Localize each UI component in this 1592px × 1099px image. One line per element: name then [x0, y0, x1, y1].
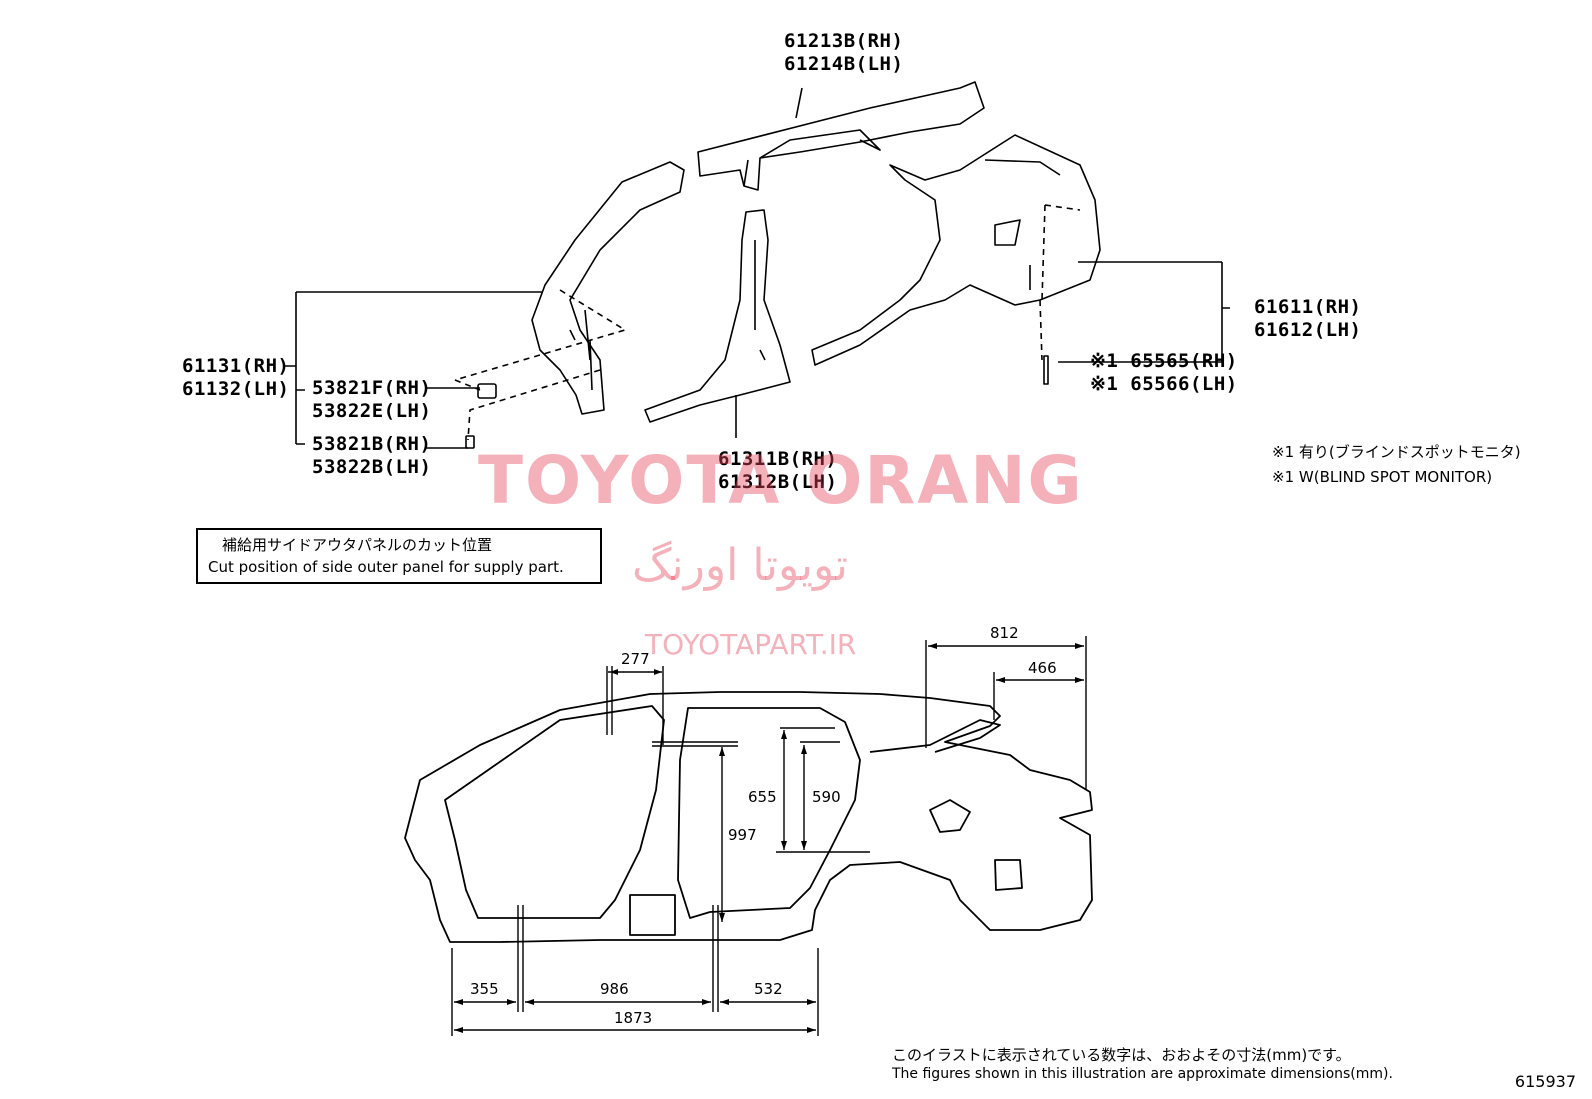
label-bracket-e-lh[interactable]: 53822E(LH): [312, 400, 432, 422]
dim-590: 590: [812, 788, 841, 806]
side-panel-outline: [404, 691, 1093, 943]
dim-1873: 1873: [614, 1009, 653, 1027]
label-front-pillar-lh[interactable]: 61132(LH): [182, 378, 290, 400]
label-center-pillar-lh[interactable]: 61312B(LH): [718, 471, 838, 493]
dimension-arrows: [454, 643, 1084, 1033]
note-bsm-jp: ※1 有り(ブラインドスポットモニタ): [1272, 443, 1521, 461]
bsm-bracket: [1043, 355, 1049, 385]
quarter-panel: [811, 134, 1101, 366]
dimension-lines: [451, 636, 1087, 1036]
dim-277: 277: [621, 650, 650, 668]
center-pillar: [644, 209, 791, 423]
label-roof-side-rh[interactable]: 61213B(RH): [784, 30, 904, 52]
label-bracket-f-rh[interactable]: 53821F(RH): [312, 377, 432, 399]
dim-466: 466: [1028, 659, 1057, 677]
label-front-pillar-rh[interactable]: 61131(RH): [182, 355, 290, 377]
label-bracket-b-rh[interactable]: 53821B(RH): [312, 433, 432, 455]
watermark-latin: TOYOTA ORANG: [478, 442, 1084, 519]
bracket-upper: [477, 383, 497, 399]
dim-997: 997: [728, 826, 757, 844]
diagram-code: 615937: [1514, 1072, 1576, 1091]
watermark-url: TOYOTAPART.IR: [645, 628, 857, 661]
front-pillar: [531, 161, 685, 415]
dim-812: 812: [990, 624, 1019, 642]
label-bracket-b-lh[interactable]: 53822B(LH): [312, 456, 432, 478]
label-bsm-rh[interactable]: ※1 65565(RH): [1090, 350, 1238, 372]
note-dims-jp: このイラストに表示されている数字は、おおよその寸法(mm)です。: [892, 1046, 1351, 1064]
note-bsm-en: ※1 W(BLIND SPOT MONITOR): [1272, 468, 1493, 486]
label-bsm-lh[interactable]: ※1 65566(LH): [1090, 373, 1238, 395]
cut-note-jp: 補給用サイドアウタパネルのカット位置: [222, 536, 493, 554]
note-dims-en: The figures shown in this illustration a…: [892, 1066, 1393, 1082]
cut-position-note-box: 補給用サイドアウタパネルのカット位置 Cut position of side …: [196, 528, 602, 584]
cut-note-en: Cut position of side outer panel for sup…: [208, 558, 564, 576]
roof-side-rail: [697, 81, 985, 191]
dim-355: 355: [470, 980, 499, 998]
dim-655: 655: [748, 788, 777, 806]
label-center-pillar-rh[interactable]: 61311B(RH): [718, 448, 838, 470]
label-quarter-lh[interactable]: 61612(LH): [1254, 319, 1362, 341]
watermark-persian: تویوتا اورنگ: [632, 540, 848, 591]
label-roof-side-lh[interactable]: 61214B(LH): [784, 53, 904, 75]
bracket-lower: [465, 435, 475, 449]
dim-986: 986: [600, 980, 629, 998]
dim-532: 532: [754, 980, 783, 998]
label-quarter-rh[interactable]: 61611(RH): [1254, 296, 1362, 318]
